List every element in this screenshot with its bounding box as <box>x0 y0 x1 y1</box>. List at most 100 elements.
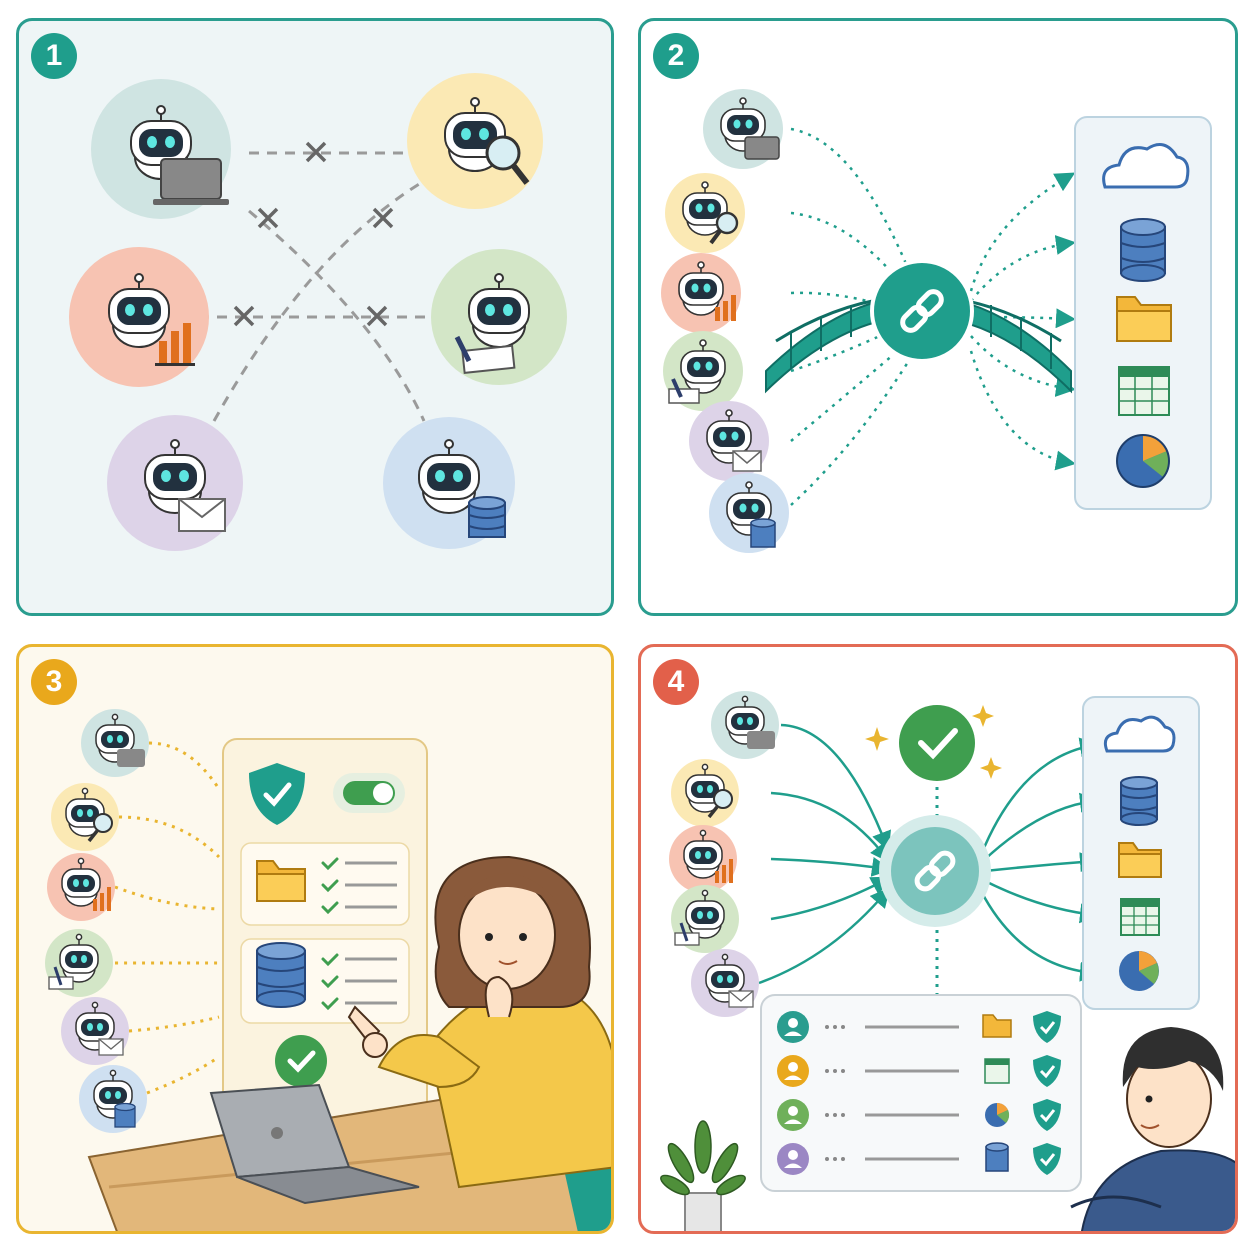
envelope-icon <box>178 498 226 532</box>
person-woman <box>347 855 611 1231</box>
agent-magnifier <box>671 759 739 827</box>
resource-panel <box>1082 696 1200 1010</box>
verified-check-icon <box>899 705 975 781</box>
panel-2-illustration <box>661 89 1212 553</box>
link-hub <box>870 259 974 363</box>
chain-link-icon <box>914 850 956 892</box>
panel-number-badge: 4 <box>653 659 699 705</box>
bar-chart-icon <box>715 859 733 883</box>
laptop-icon <box>153 158 229 205</box>
shield-check-icon <box>249 763 305 825</box>
database-icon <box>985 1142 1009 1172</box>
cloud-icon <box>1103 715 1176 753</box>
shield-check-icon <box>1033 1055 1061 1087</box>
laptop-icon <box>747 731 775 749</box>
cloud-icon <box>1102 143 1190 189</box>
spreadsheet-icon <box>984 1058 1010 1084</box>
pie-chart-icon <box>1119 951 1159 991</box>
agent-database <box>709 473 789 553</box>
potted-plant <box>660 1120 746 1231</box>
envelope-icon <box>98 1038 124 1056</box>
agent-database <box>79 1065 147 1133</box>
person-man <box>1070 1027 1235 1231</box>
agent-magnifier <box>665 173 745 253</box>
panel-number-badge: 1 <box>31 33 77 79</box>
enabled-toggle <box>333 773 405 813</box>
laptop-icon <box>744 136 780 160</box>
shield-check-icon <box>1033 1143 1061 1175</box>
solid-connections <box>758 723 1100 985</box>
magnifier-icon <box>707 789 733 819</box>
agent-magnifier <box>407 73 543 209</box>
pen-paper-icon <box>668 378 700 404</box>
magnifier-icon <box>709 211 739 245</box>
panel-admin-control: 3 <box>16 644 614 1234</box>
magnifier-icon <box>87 813 113 843</box>
break-marks <box>233 141 394 327</box>
shield-check-icon <box>1033 1099 1061 1131</box>
permission-row <box>777 1142 1061 1175</box>
spreadsheet-icon <box>1120 898 1160 936</box>
database-icon <box>114 1102 136 1128</box>
permissions-table <box>760 994 1082 1192</box>
agent-envelope <box>61 997 129 1065</box>
database-icon <box>1120 218 1166 282</box>
bar-chart-icon <box>93 887 111 911</box>
pie-chart-icon <box>1116 434 1170 488</box>
agent-envelope <box>689 401 769 481</box>
panel-4-illustration <box>660 691 1235 1231</box>
panel-bridge-connector: 2 <box>638 18 1238 616</box>
link-hub <box>879 815 991 927</box>
folder-icon <box>256 860 306 902</box>
chain-link-icon <box>900 289 944 333</box>
approved-check-icon <box>275 1035 327 1087</box>
agent-envelope <box>107 415 243 551</box>
folder-icon <box>1116 296 1172 342</box>
agent-bar-chart <box>69 247 209 387</box>
pen-paper-icon <box>48 966 74 990</box>
agent-bar-chart <box>669 825 737 893</box>
agent-laptop <box>703 89 783 169</box>
bar-chart-icon <box>155 323 195 366</box>
panel-number-badge: 2 <box>653 33 699 79</box>
agent-laptop <box>81 709 149 777</box>
control-card <box>222 738 428 1120</box>
agent-pen-paper <box>671 885 739 953</box>
panel-fragmented-agents: 1 <box>16 18 614 616</box>
spreadsheet-icon <box>1118 366 1170 416</box>
pie-chart-icon <box>985 1102 1010 1127</box>
shield-check-icon <box>1033 1011 1061 1043</box>
permission-row <box>777 1011 1061 1043</box>
database-permission-row <box>240 938 410 1024</box>
agent-envelope <box>691 949 759 1017</box>
agent-magnifier <box>51 783 119 851</box>
panel-3-illustration <box>45 709 611 1231</box>
bar-chart-icon <box>715 295 736 321</box>
panel-unified-hub: 4 <box>638 644 1238 1234</box>
agent-database <box>383 417 515 549</box>
resource-panel <box>1074 116 1212 510</box>
envelope-icon <box>732 450 762 472</box>
panel-number-badge: 3 <box>31 659 77 705</box>
agent-bar-chart <box>661 253 741 333</box>
agent-laptop <box>711 691 779 759</box>
folder-icon <box>982 1014 1012 1038</box>
permission-row <box>777 1099 1061 1131</box>
broken-connections <box>199 151 434 422</box>
folder-icon <box>1118 842 1162 878</box>
pen-paper-icon <box>674 922 700 946</box>
database-icon <box>256 942 306 1008</box>
panel-1-illustration <box>69 73 567 551</box>
agent-pen-paper <box>431 249 567 385</box>
dotted-connections <box>114 741 221 1095</box>
permission-row <box>777 1055 1061 1087</box>
database-icon <box>1120 776 1158 826</box>
database-icon <box>750 518 776 548</box>
agent-pen-paper <box>663 331 743 411</box>
folder-permission-row <box>240 842 410 926</box>
laptop-icon <box>209 1083 420 1205</box>
agent-laptop <box>91 79 231 219</box>
database-icon <box>468 496 506 538</box>
pen-paper-icon <box>454 335 516 374</box>
agent-bar-chart <box>47 853 115 921</box>
